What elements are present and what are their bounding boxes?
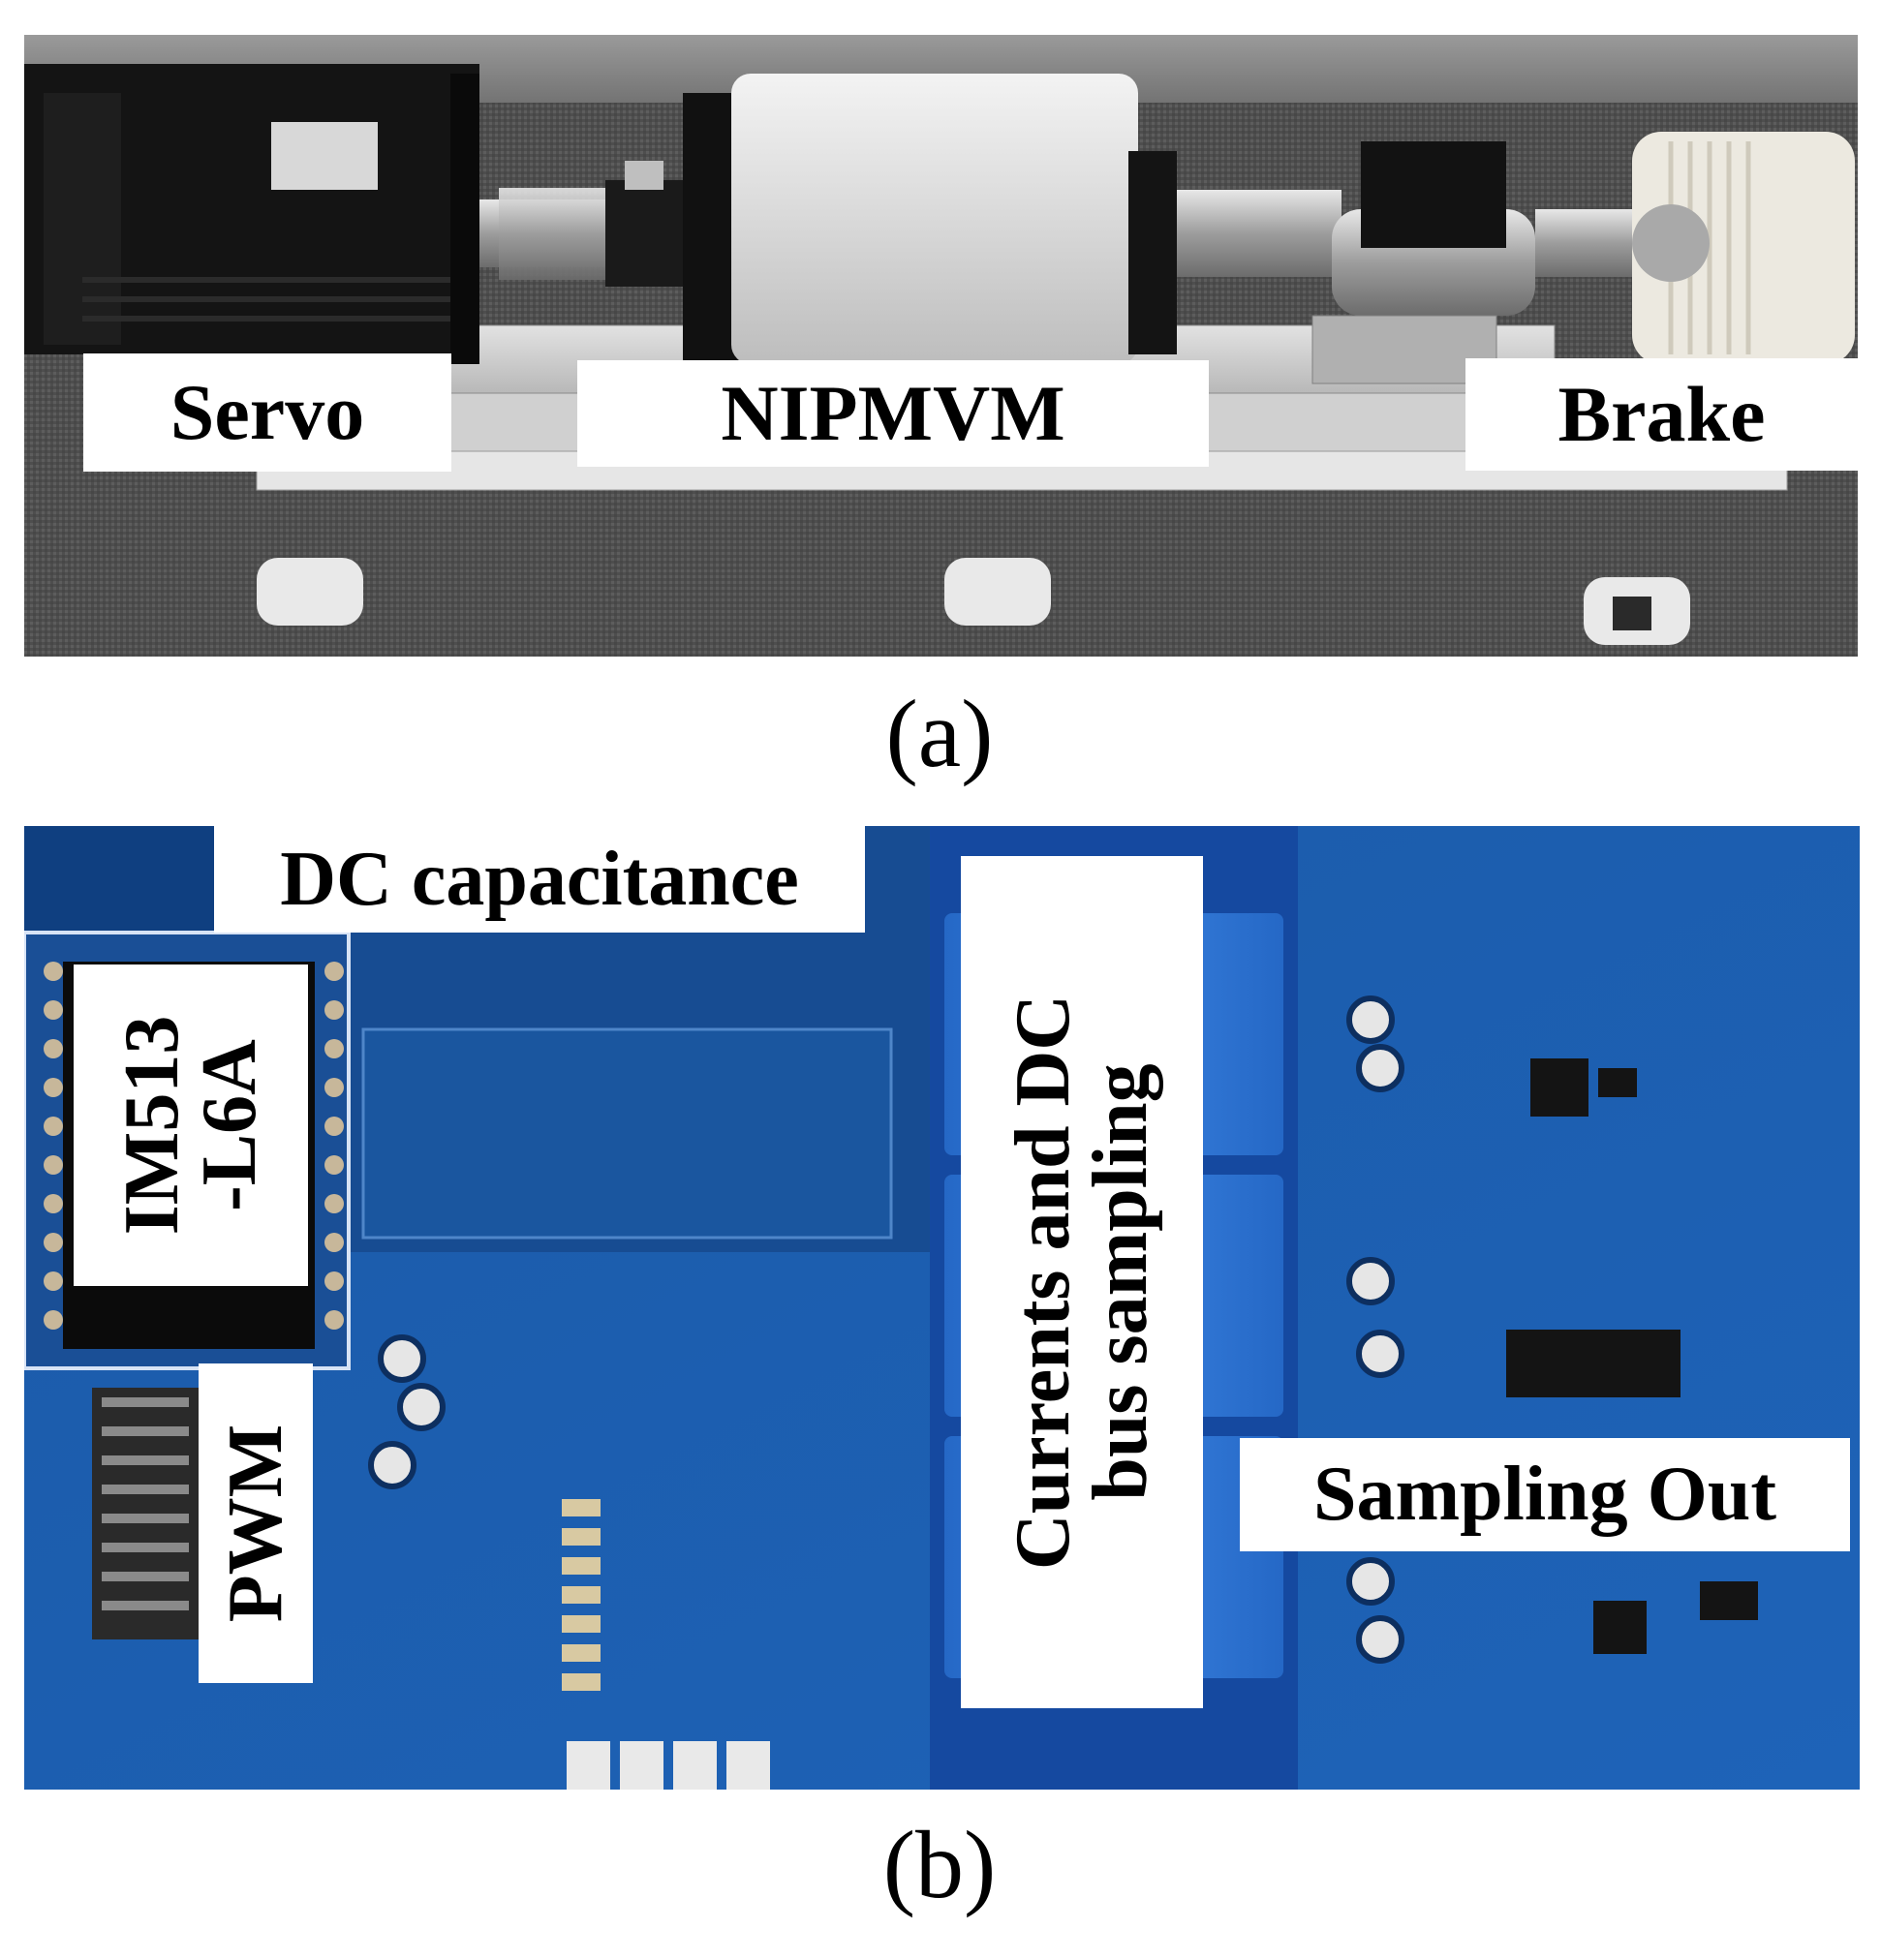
caption-a: (a) — [885, 680, 994, 787]
label-pwm: PWM — [199, 1363, 313, 1683]
label-dc-capacitance: DC capacitance — [214, 826, 865, 933]
label-im513-l6a: IM513 -L6A — [74, 965, 308, 1286]
label-servo: Servo — [83, 353, 451, 472]
caption-b: (b) — [882, 1811, 997, 1918]
photo-test-bench — [24, 35, 1858, 657]
label-sampling-out: Sampling Out — [1240, 1438, 1850, 1551]
label-pwm-text: PWM — [213, 1424, 298, 1623]
label-module-line2: -L6A — [187, 1039, 272, 1211]
label-module-line1: IM513 — [109, 1015, 195, 1236]
label-brake: Brake — [1465, 358, 1858, 471]
test-bench-illustration — [24, 35, 1858, 657]
label-sampling-line2: bus sampling — [1078, 1063, 1163, 1501]
label-sampling-line1: Currents and DC — [1001, 994, 1086, 1571]
label-currents-dc-bus-sampling: Currents and DC bus sampling — [961, 856, 1203, 1708]
label-nipmvm: NIPMVM — [577, 360, 1209, 467]
